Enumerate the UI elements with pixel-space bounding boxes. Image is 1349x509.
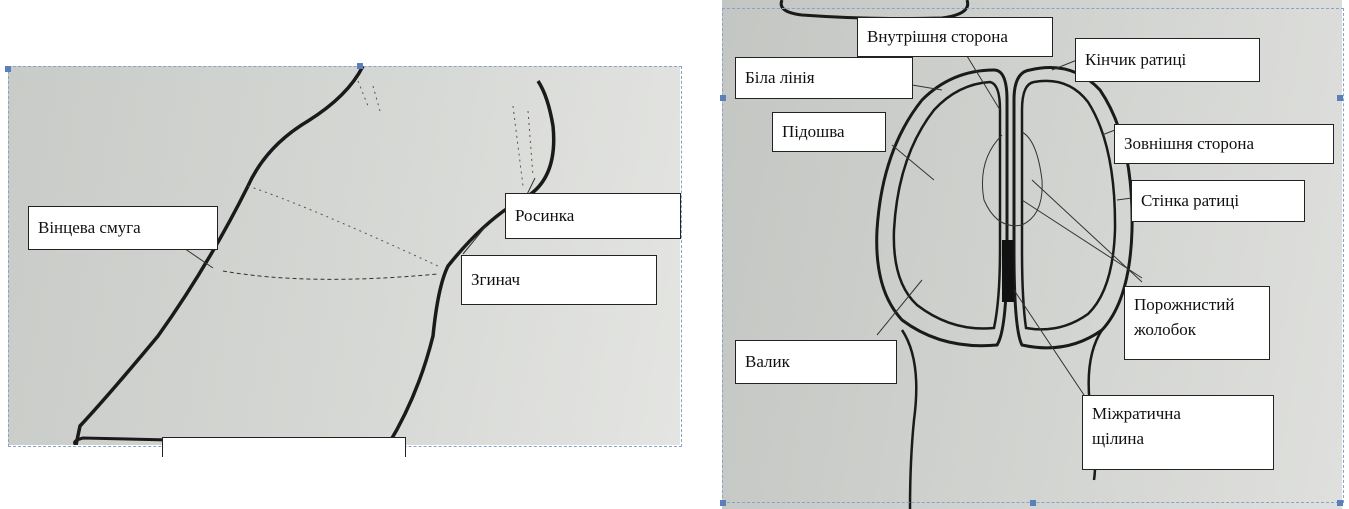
label-text: Вінцева смуга (38, 216, 141, 241)
label-text: Внутрішня сторона (867, 25, 1008, 50)
selection-handle[interactable] (1337, 500, 1343, 506)
label-text: Росинка (515, 204, 574, 229)
leader-inner-side (967, 56, 1000, 110)
label-text: Міжратична щілина (1092, 402, 1181, 451)
label-bottom-empty (162, 437, 406, 457)
label-text: Порожнистий жолобок (1134, 293, 1234, 342)
leader-sole (892, 145, 934, 180)
top-partial-outline (781, 0, 968, 19)
label-text: Кінчик ратиці (1085, 48, 1186, 73)
selection-handle[interactable] (1337, 95, 1343, 101)
label-hollow-groove: Порожнистий жолобок (1124, 286, 1270, 360)
label-inner-side: Внутрішня сторона (857, 17, 1053, 57)
coronary-hatching (223, 271, 438, 279)
selection-handle[interactable] (5, 66, 11, 72)
label-white-line: Біла лінія (735, 57, 913, 99)
label-text: Підошва (782, 120, 845, 145)
label-text: Валик (745, 350, 790, 375)
selection-handle[interactable] (1030, 500, 1036, 506)
label-hoof-tip: Кінчик ратиці (1075, 38, 1260, 82)
label-flexor: Згинач (461, 255, 657, 305)
label-interdigital-cleft: Міжратична щілина (1082, 395, 1274, 470)
hoof-outline (76, 66, 363, 445)
label-text: Біла лінія (745, 66, 815, 91)
label-text: Зовнішня сторона (1124, 132, 1254, 157)
hair-hatching (248, 81, 533, 266)
left-leg-outline (902, 330, 916, 509)
label-coronary-band: Вінцева смуга (28, 206, 218, 250)
label-dewclaw: Росинка (505, 193, 681, 239)
leader-interdigital-cleft (1014, 290, 1084, 395)
leader-flexor (463, 226, 486, 254)
label-hoof-wall: Стінка ратиці (1131, 180, 1305, 222)
label-bulb: Валик (735, 340, 897, 384)
label-outer-side: Зовнішня сторона (1114, 124, 1334, 164)
label-text: Стінка ратиці (1141, 189, 1239, 214)
leader-hoof-wall (1117, 198, 1132, 200)
interdigital-cleft-mark (1002, 240, 1014, 302)
selection-handle[interactable] (357, 63, 363, 69)
selection-handle[interactable] (720, 500, 726, 506)
label-sole: Підошва (772, 112, 886, 152)
leader-hollow-groove (1022, 200, 1142, 278)
label-text: Згинач (471, 268, 520, 293)
hollow-groove-oval (982, 132, 1042, 226)
leader-hollow-groove-2 (1032, 180, 1142, 282)
selection-handle[interactable] (720, 95, 726, 101)
right-claw-inner (1022, 81, 1115, 330)
